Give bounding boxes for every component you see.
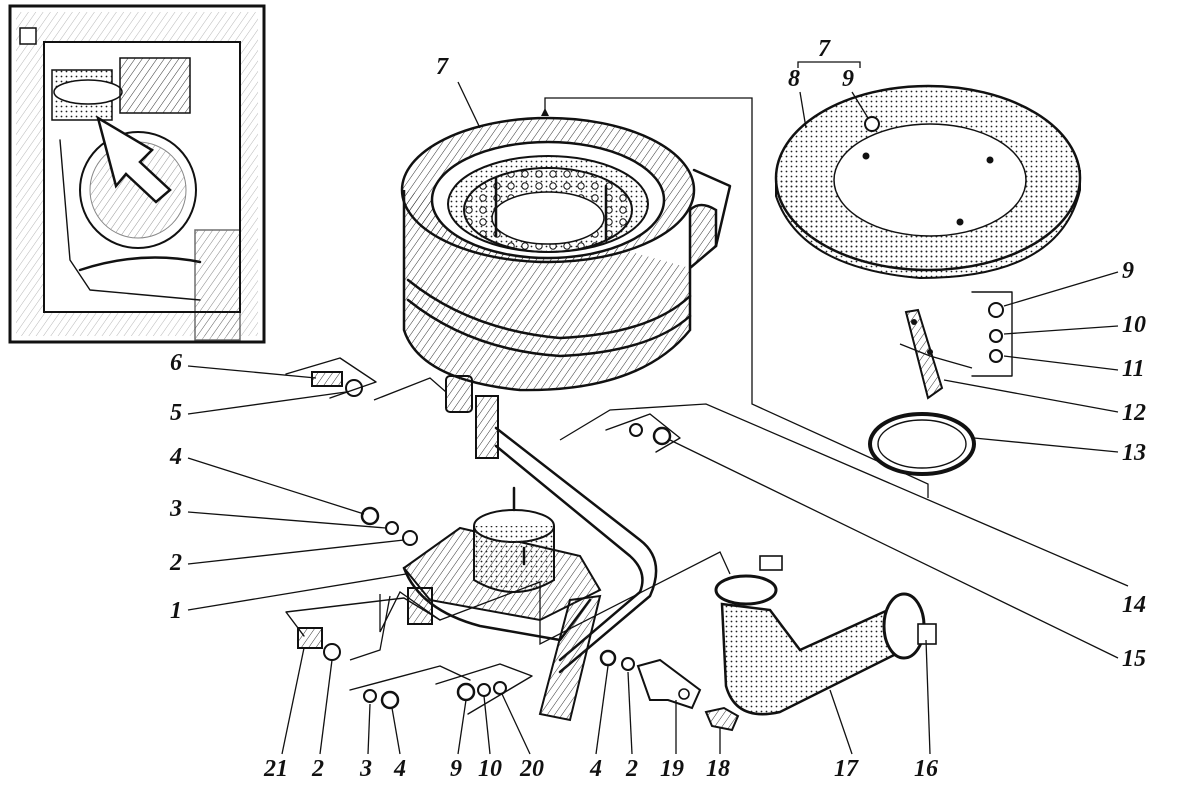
label-3: 3 <box>169 496 182 522</box>
filter-cover <box>774 84 1082 280</box>
label-13: 13 <box>1122 440 1146 466</box>
label-9-bottom: 9 <box>450 756 462 782</box>
intake-hose <box>714 555 937 716</box>
label-group-7: 7 <box>818 36 831 62</box>
label-17: 17 <box>834 756 859 782</box>
label-14: 14 <box>1122 592 1146 618</box>
label-6: 6 <box>170 350 182 376</box>
washer-icon <box>989 349 1003 363</box>
label-4-bottom-right: 4 <box>589 756 602 782</box>
label-1: 1 <box>170 598 182 624</box>
label-16: 16 <box>914 756 938 782</box>
label-2-bottom: 2 <box>311 756 324 782</box>
label-11: 11 <box>1122 356 1145 382</box>
label-9: 9 <box>1122 258 1134 284</box>
label-cover-8: 8 <box>788 66 800 92</box>
label-21: 21 <box>263 756 288 782</box>
plate <box>445 375 473 413</box>
clamp-ring <box>868 412 976 476</box>
label-20: 20 <box>519 756 544 782</box>
label-cover-nut-9: 9 <box>842 66 854 92</box>
bottom-labels: 21 2 3 4 9 10 20 4 2 19 18 17 16 <box>263 639 938 782</box>
label-12: 12 <box>1122 400 1146 426</box>
right-labels: 9 10 11 12 13 14 15 <box>669 258 1146 672</box>
label-18: 18 <box>706 756 730 782</box>
label-housing: 7 <box>436 54 449 80</box>
label-10-bottom: 10 <box>478 756 502 782</box>
label-2: 2 <box>169 550 182 576</box>
label-4: 4 <box>169 444 182 470</box>
fasteners <box>297 371 740 732</box>
mounting-bracket <box>402 395 658 722</box>
top-labels: 7 7 8 9 <box>436 36 869 129</box>
label-19: 19 <box>660 756 684 782</box>
inset-pointer-arrow-icon <box>96 115 172 204</box>
air-filter-housing <box>400 116 732 392</box>
label-10: 10 <box>1122 312 1146 338</box>
label-3-bottom: 3 <box>359 756 372 782</box>
washer-icon <box>989 329 1003 343</box>
label-5: 5 <box>170 400 182 426</box>
label-15: 15 <box>1122 646 1146 672</box>
label-2-bottom-right: 2 <box>625 756 638 782</box>
left-labels: 6 5 4 3 2 1 <box>169 350 407 624</box>
nut-icon <box>988 302 1004 318</box>
location-inset <box>8 4 266 344</box>
cover-nut-icon <box>864 116 880 132</box>
label-4-bottom: 4 <box>393 756 406 782</box>
connector-lines <box>285 97 1129 715</box>
